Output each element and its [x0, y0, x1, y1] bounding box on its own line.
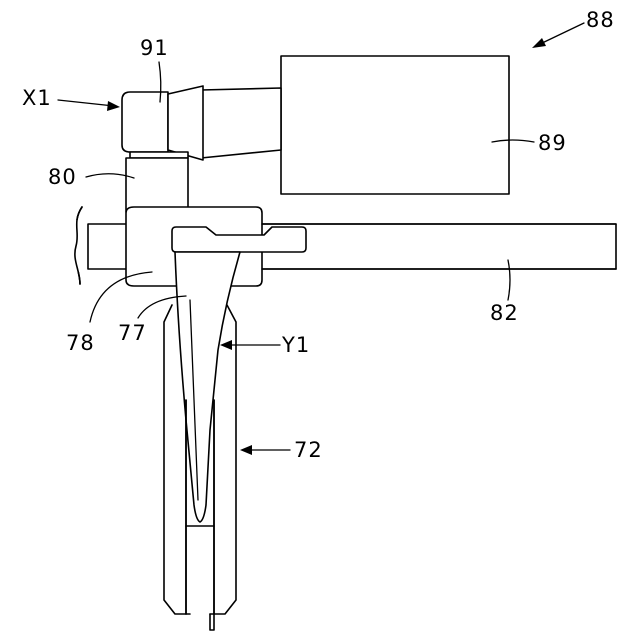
- leader-88: [538, 23, 584, 45]
- arrowhead-88: [532, 38, 546, 48]
- arrowhead-72: [240, 445, 252, 455]
- label-78: 78: [66, 331, 95, 355]
- coupling-body: [201, 88, 281, 158]
- block-80: [126, 158, 188, 212]
- leader-x1: [58, 100, 114, 106]
- label-72: 72: [294, 438, 323, 462]
- head-91: [122, 92, 168, 152]
- arrowhead-y1: [220, 340, 232, 350]
- housing-89: [281, 56, 509, 194]
- label-89: 89: [538, 131, 567, 155]
- beam-break-cover: [60, 220, 86, 272]
- cutter-blade-77: [175, 252, 240, 522]
- connector-tab: [130, 152, 188, 158]
- label-y1: Y1: [281, 333, 310, 357]
- label-82: 82: [490, 301, 519, 325]
- head-91-collar: [168, 86, 203, 160]
- arrowhead-x1: [107, 101, 120, 111]
- label-x1: X1: [22, 86, 52, 110]
- label-77: 77: [118, 321, 147, 345]
- label-91: 91: [140, 36, 169, 60]
- label-80: 80: [48, 165, 77, 189]
- holder-72-bottom-notch: [210, 614, 214, 630]
- label-88: 88: [586, 8, 615, 32]
